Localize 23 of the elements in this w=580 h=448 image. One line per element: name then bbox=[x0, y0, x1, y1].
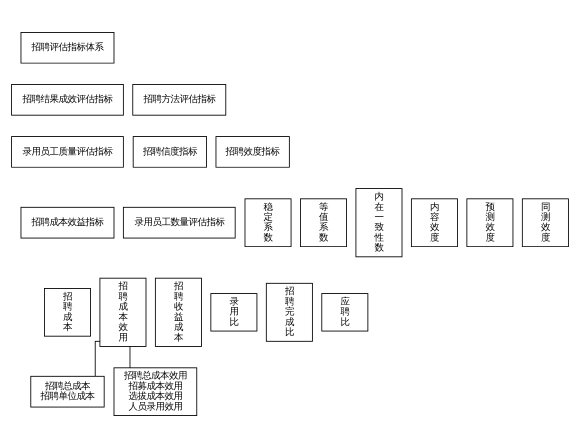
node-box: 录用员工数量评估指标 bbox=[122, 206, 236, 238]
node-box: 招聘信度指标 bbox=[132, 136, 207, 168]
node-box: 招聘总成本 招聘单位成本 bbox=[30, 376, 105, 408]
node-box: 招聘效度指标 bbox=[216, 136, 290, 168]
node-box: 同测效度 bbox=[522, 198, 569, 248]
node-box: 招聘评估指标体系 bbox=[20, 32, 114, 64]
node-box: 稳定系数 bbox=[244, 198, 292, 248]
node-box: 预测效度 bbox=[466, 198, 514, 248]
node-box: 应聘比 bbox=[321, 293, 368, 332]
node-box: 招聘成本效益指标 bbox=[20, 206, 114, 238]
node-box: 招聘成本 bbox=[44, 288, 91, 337]
node-box: 招聘结果成效评估指标 bbox=[11, 84, 124, 116]
node-box: 录用员工质量评估指标 bbox=[11, 136, 124, 168]
connector bbox=[94, 340, 100, 377]
node-box: 招聘收益成本 bbox=[154, 278, 202, 347]
node-box: 等值系数 bbox=[300, 198, 347, 248]
node-box: 招聘成本效用 bbox=[99, 278, 146, 347]
node-box: 招聘完成比 bbox=[266, 282, 313, 342]
node-box: 内在一致性数 bbox=[356, 188, 402, 258]
node-box: 录用比 bbox=[210, 293, 258, 332]
node-box: 内容效度 bbox=[410, 198, 458, 248]
node-box: 招聘方法评估指标 bbox=[132, 84, 226, 116]
node-box: 招聘总成本效用 招募成本效用 选拔成本效用 人员录用效用 bbox=[114, 367, 198, 416]
